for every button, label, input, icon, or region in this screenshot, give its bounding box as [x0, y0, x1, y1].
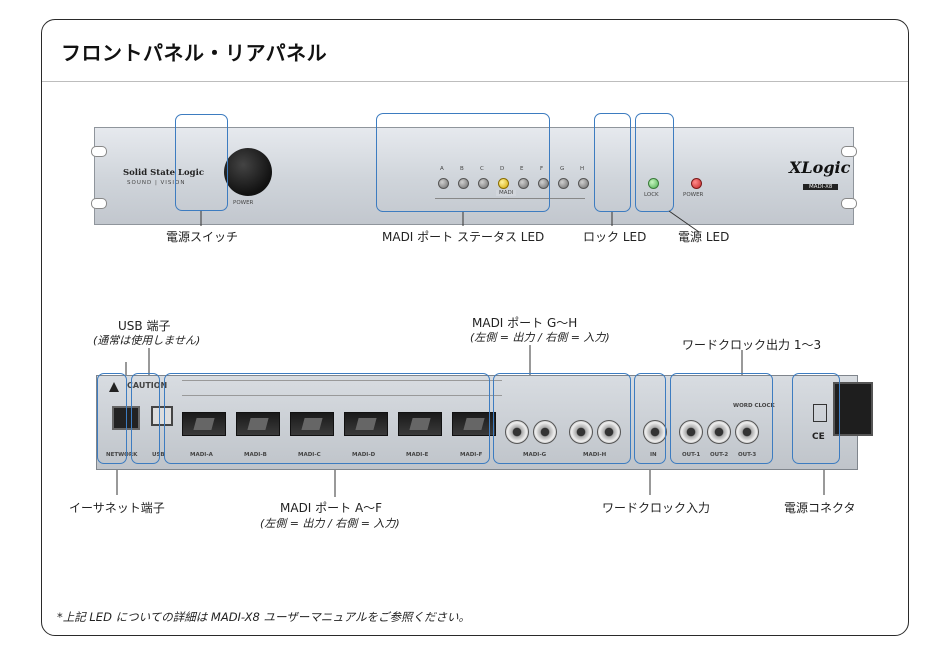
power-switch-knob[interactable] — [224, 148, 272, 196]
brand-sub: SOUND | VISION — [127, 180, 186, 186]
bnc-wc-out-1[interactable] — [679, 420, 703, 444]
power-switch-text: POWER — [233, 200, 254, 206]
rack-ear-hole — [841, 198, 857, 209]
madi-gh-highlight — [493, 373, 631, 464]
bnc-madi-g-out[interactable] — [505, 420, 529, 444]
callout-wc-out: ワードクロック出力 1〜3 — [682, 338, 822, 352]
rack-ear-hole — [841, 146, 857, 157]
madi-status-led-a — [438, 178, 449, 189]
lock-led — [648, 178, 659, 189]
bnc-wc-out-5[interactable] — [735, 420, 759, 444]
madi-status-led-f — [538, 178, 549, 189]
bnc-madi-h-out[interactable] — [569, 420, 593, 444]
callout-usb-note: (通常は使用しません) — [93, 334, 201, 347]
bnc-port-label: MADI-G — [523, 452, 547, 458]
bnc-wc-in[interactable] — [643, 420, 667, 444]
madi-text: MADI — [496, 190, 517, 196]
wc-out-highlight — [670, 373, 773, 464]
power-switch-highlight — [175, 114, 228, 211]
madi-led-highlight — [376, 113, 550, 212]
usb-highlight — [131, 373, 160, 464]
caution-text-strip — [182, 380, 502, 396]
callout-lock-led: ロック LED — [583, 230, 647, 244]
madi-port-label: MADI-B — [244, 452, 267, 458]
madi-led-letter: H — [580, 166, 585, 172]
callout-wc-in: ワードクロック入力 — [602, 501, 711, 515]
madi-divider — [435, 198, 585, 199]
power-led-text: POWER — [683, 192, 704, 198]
rear-panel: NETWORK USB CAUTION MADI-A MADI-B MADI-C MA… — [96, 375, 873, 470]
madi-status-led-e — [518, 178, 529, 189]
madi-led-letter: C — [480, 166, 484, 172]
madi-af-highlight — [164, 373, 490, 464]
madi-status-led-b — [458, 178, 469, 189]
network-highlight — [97, 373, 127, 464]
rack-ear-hole — [91, 146, 107, 157]
madi-optical-port-e[interactable] — [398, 412, 442, 436]
madi-port-label: MADI-C — [298, 452, 321, 458]
warning-icon — [109, 382, 119, 392]
callout-power-switch: 電源スイッチ — [166, 230, 239, 244]
bnc-port-label: IN — [650, 452, 657, 458]
ce-mark: CE — [812, 432, 825, 442]
madi-status-led-h — [578, 178, 589, 189]
callout-madi-af-note: (左側 = 出力 / 右側 = 入力) — [260, 517, 400, 530]
callout-power-led: 電源 LED — [678, 230, 730, 244]
madi-port-label: MADI-D — [352, 452, 376, 458]
madi-port-label: MADI-F — [460, 452, 483, 458]
callout-madi-af: MADI ポート A〜F — [280, 501, 383, 515]
bnc-madi-h-in[interactable] — [597, 420, 621, 444]
lock-led-highlight — [594, 113, 631, 212]
rack-ear-hole — [91, 198, 107, 209]
card-header: フロントパネル・リアパネル — [42, 20, 908, 82]
panel-card: フロントパネル・リアパネル Solid State Logic SOUND | … — [41, 19, 909, 636]
wc-in-highlight — [634, 373, 666, 464]
page-title: フロントパネル・リアパネル — [61, 41, 328, 65]
callout-usb-port: USB 端子 — [118, 319, 171, 333]
bnc-madi-g-in[interactable] — [533, 420, 557, 444]
madi-led-letter: G — [560, 166, 565, 172]
callout-power-connector: 電源コネクタ — [784, 501, 856, 515]
madi-optical-port-c[interactable] — [290, 412, 334, 436]
madi-optical-port-a[interactable] — [182, 412, 226, 436]
model-badge: MADI-X8 — [803, 184, 839, 190]
bnc-port-label: OUT-3 — [738, 452, 757, 458]
caution-text: CAUTION — [127, 381, 168, 390]
callout-madi-gh-note: (左側 = 出力 / 右側 = 入力) — [470, 331, 610, 344]
bnc-port-label: OUT-1 — [682, 452, 701, 458]
footnote: *上記 LED についての詳細は MADI-X8 ユーザーマニュアルをご参照くだ… — [57, 610, 470, 624]
madi-led-letter: E — [520, 166, 524, 172]
madi-led-letter: F — [540, 166, 544, 172]
madi-optical-port-b[interactable] — [236, 412, 280, 436]
front-panel: Solid State Logic SOUND | VISION POWER A… — [91, 127, 857, 225]
madi-optical-port-f[interactable] — [452, 412, 496, 436]
bnc-port-label: MADI-H — [583, 452, 607, 458]
brand-logo: Solid State Logic — [123, 168, 205, 178]
madi-port-label: MADI-A — [190, 452, 213, 458]
wordclock-text: WORD CLOCK — [733, 403, 775, 409]
madi-port-label: MADI-E — [406, 452, 429, 458]
power-led-highlight — [635, 113, 674, 212]
madi-led-letter: A — [440, 166, 444, 172]
madi-led-letter: D — [500, 166, 505, 172]
madi-led-letter: B — [460, 166, 464, 172]
xlogic-logo: XLogic — [789, 158, 851, 177]
power-connector-highlight — [792, 373, 840, 464]
callout-ethernet: イーサネット端子 — [69, 501, 165, 515]
madi-status-led-c — [478, 178, 489, 189]
madi-optical-port-d[interactable] — [344, 412, 388, 436]
lock-text: LOCK — [644, 192, 659, 198]
power-led — [691, 178, 702, 189]
madi-status-led-g — [558, 178, 569, 189]
madi-status-led-d — [498, 178, 509, 189]
weee-icon — [813, 404, 827, 422]
callout-madi-gh: MADI ポート G〜H — [472, 316, 578, 330]
usb-port[interactable] — [151, 406, 173, 426]
network-text: NETWORK — [106, 452, 138, 458]
bnc-wc-out-3[interactable] — [707, 420, 731, 444]
usb-text: USB — [152, 452, 165, 458]
bnc-port-label: OUT-2 — [710, 452, 729, 458]
callout-madi-status-led: MADI ポート ステータス LED — [382, 230, 545, 244]
